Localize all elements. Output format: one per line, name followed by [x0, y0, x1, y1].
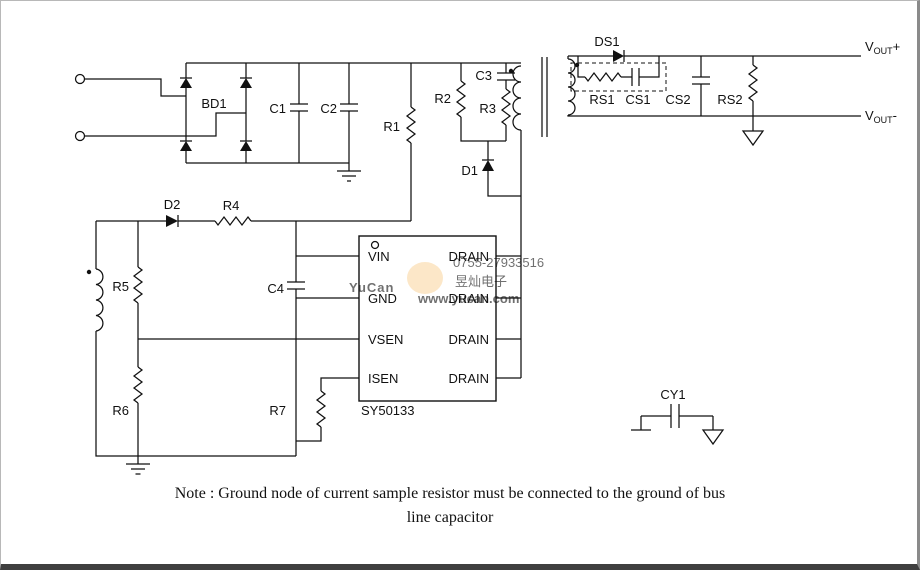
aux-divider: R5 R6 [86, 266, 144, 418]
resistor-symbol-r4 [214, 215, 252, 227]
primary-winding [512, 65, 522, 131]
snubber-dashed-box [570, 62, 667, 92]
resistor-symbol-r6 [132, 366, 144, 404]
diode-symbol-d1 [482, 160, 494, 171]
ic-part-number: SY50133 [361, 403, 415, 418]
label-r4: R4 [223, 198, 240, 213]
pin-drain-1: DRAIN [449, 249, 489, 264]
ic-sy50133: VIN GND VSEN ISEN DRAIN DRAIN DRAIN DRAI… [358, 235, 497, 418]
diode-symbol [180, 78, 192, 88]
capacitor-c2: C2 [320, 101, 358, 116]
watermark-phone: 0755-27933516 [453, 255, 544, 270]
label-r2: R2 [434, 91, 451, 106]
watermark-halo [407, 262, 443, 294]
watermark-company-name: 昱灿电子 [455, 274, 507, 289]
phase-dot-secondary [574, 62, 580, 68]
wire [85, 62, 522, 464]
label-r3: R3 [479, 101, 496, 116]
resistor-r1: R1 [383, 106, 417, 144]
label-vout-plus: VOUT+ [865, 39, 900, 56]
phase-dot-aux [86, 269, 92, 275]
label-rs1: RS1 [589, 92, 614, 107]
pin-drain-4: DRAIN [449, 371, 489, 386]
watermark: YuCan 0755-27933516 昱灿电子 www.yucan.com [349, 255, 544, 306]
resistor-symbol-r3 [500, 88, 512, 126]
label-bd1: BD1 [201, 96, 226, 111]
vin-supply: D2 R4 C4 [164, 197, 305, 296]
bridge-rectifier-bd1: BD1 [180, 77, 252, 151]
pin-isen: ISEN [368, 371, 398, 386]
resistor-symbol-r7 [315, 390, 327, 428]
y-capacitor: CY1 [631, 387, 725, 446]
note-line-1: Note : Ground node of current sample res… [175, 485, 726, 502]
capacitor-c1: C1 [269, 101, 308, 116]
diode-symbol [180, 141, 192, 151]
secondary-winding [567, 58, 576, 116]
output-stage: DS1 RS1 CS1 CS2 RS2 VOUT+ VOUT- [570, 34, 900, 147]
pin-drain-2: DRAIN [449, 291, 489, 306]
ic-body [358, 235, 497, 402]
label-d1: D1 [461, 163, 478, 178]
pin-gnd: GND [368, 291, 397, 306]
label-r7: R7 [269, 403, 286, 418]
phase-dot-primary [508, 68, 514, 74]
capacitor-symbol-cy1 [670, 404, 680, 428]
pin1-marker [370, 240, 380, 250]
label-r6: R6 [112, 403, 129, 418]
resistor-symbol-rs1 [584, 71, 622, 83]
transformer [508, 57, 580, 137]
wire [567, 55, 861, 430]
earth-ground-secondary [741, 130, 765, 147]
diode-symbol-d2 [166, 215, 178, 227]
label-r1: R1 [383, 119, 400, 134]
aux-winding [95, 268, 104, 332]
resistor-symbol [405, 106, 417, 144]
label-cs1: CS1 [625, 92, 650, 107]
pin-drain-3: DRAIN [449, 332, 489, 347]
watermark-brand: YuCan [349, 280, 394, 295]
pin-vin: VIN [368, 249, 390, 264]
capacitor-symbol-c4 [287, 281, 305, 290]
diode-symbol [240, 78, 252, 88]
ground-symbol-bus [337, 170, 361, 182]
input-terminal-top [74, 73, 86, 85]
label-d2: D2 [164, 197, 181, 212]
resistor-symbol-rs2 [747, 64, 759, 102]
label-c3: C3 [475, 68, 492, 83]
diode-symbol [240, 141, 252, 151]
label-c1: C1 [269, 101, 286, 116]
transformer-core [541, 57, 548, 137]
label-cs2: CS2 [665, 92, 690, 107]
resistor-symbol-r2 [455, 80, 467, 118]
pin-vsen: VSEN [368, 332, 403, 347]
capacitor-symbol-cs2 [692, 76, 710, 85]
resistor-symbol-r5 [132, 266, 144, 304]
note-line-2: line capacitor [407, 509, 494, 526]
current-sense: R7 [269, 390, 327, 428]
snubber-clamp: R2 C3 R3 D1 [434, 68, 515, 178]
label-ds1: DS1 [594, 34, 619, 49]
earth-ground-right [701, 429, 725, 446]
diode-symbol-ds1 [613, 50, 624, 62]
ground-symbol-left [126, 463, 150, 475]
label-c2: C2 [320, 101, 337, 116]
label-vout-minus: VOUT- [865, 108, 897, 125]
wires [85, 55, 861, 464]
capacitor-symbol [290, 103, 308, 112]
capacitor-symbol-c3 [497, 72, 515, 81]
label-c4: C4 [267, 281, 284, 296]
input-terminal-bottom [74, 130, 86, 142]
label-r5: R5 [112, 279, 129, 294]
label-cy1: CY1 [660, 387, 685, 402]
input-terminals [74, 73, 86, 142]
label-rs2: RS2 [717, 92, 742, 107]
capacitor-symbol-cs1 [631, 68, 640, 86]
watermark-website: www.yucan.com [417, 291, 519, 306]
capacitor-symbol [340, 103, 358, 112]
